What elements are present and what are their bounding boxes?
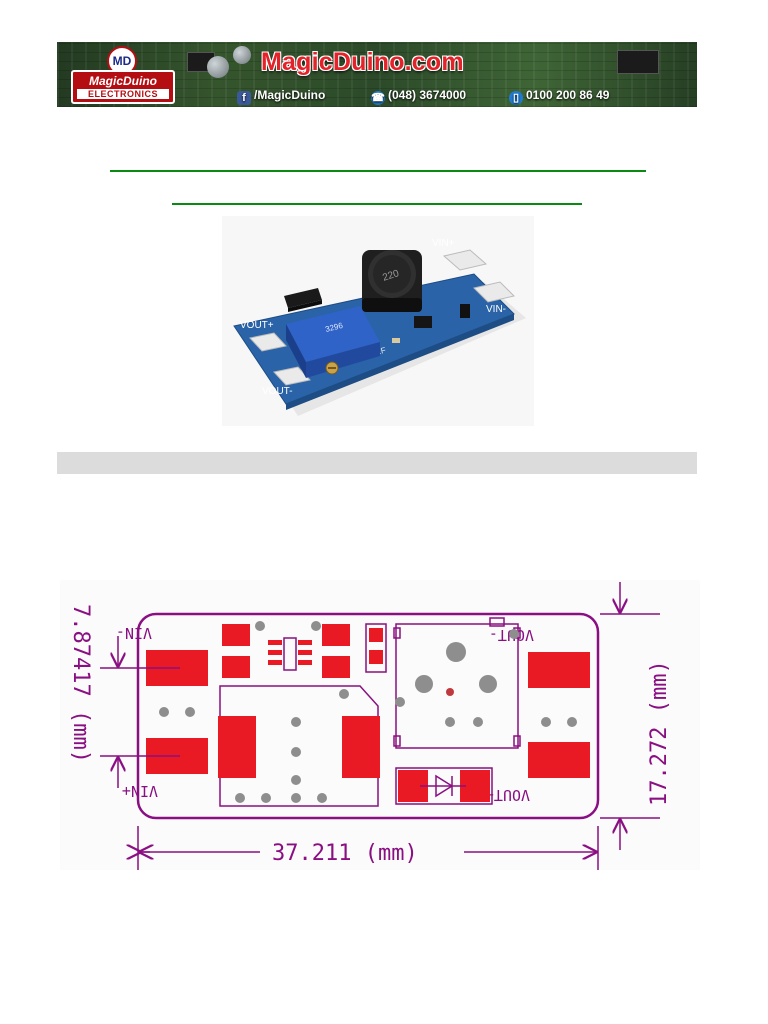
vout-minus-pad — [273, 366, 311, 386]
smd-pad — [369, 628, 383, 642]
photo-label-vin-minus: VIN- — [486, 304, 506, 315]
width-dimension-label: 37.211 (mm) — [272, 841, 418, 866]
diode-component — [284, 288, 322, 312]
logo-plate: MagicDuino ELECTRONICS — [71, 70, 175, 104]
capacitor-footprint — [365, 623, 387, 673]
facebook-icon: f — [237, 91, 251, 105]
mobile-number: 0100 200 86 49 — [526, 88, 610, 102]
ic-chip — [414, 316, 432, 328]
trimmer-potentiometer: 3296 — [286, 306, 380, 378]
photo-label-vout-minus: VOUT- — [262, 386, 293, 397]
mobile-icon: ▯ — [509, 91, 523, 105]
photo-label-vin-plus: VIN+ — [432, 238, 455, 249]
board-outline — [136, 612, 600, 820]
inductor-pad-right — [342, 716, 380, 778]
trimmer-footprint — [395, 623, 519, 749]
product-photo: VIN+ VIN- VOUT+ VOUT- B1F 220 3296 — [222, 216, 534, 426]
vin-plus-pad — [442, 249, 488, 271]
site-name: MagicDuino.com — [261, 48, 464, 76]
contact-strip: f/MagicDuino ☎(048) 3674000 ▯0100 200 86… — [233, 88, 689, 105]
vout-plus-pad — [249, 332, 287, 352]
title-rule-top — [110, 170, 646, 172]
logo-name: MagicDuino — [89, 74, 157, 88]
mobile-contact: ▯0100 200 86 49 — [509, 88, 609, 105]
banner-capacitor-decoration — [207, 56, 229, 78]
inductor-marking: 220 — [381, 268, 401, 284]
trimmer-marking: 3296 — [324, 321, 344, 334]
vout-minus-pad — [528, 652, 590, 688]
photo-label-vout-plus: VOUT+ — [240, 320, 274, 331]
smd-resistor — [392, 338, 400, 343]
smd-pad — [369, 650, 383, 664]
header-banner: MD MagicDuino ELECTRONICS MagicDuino.com… — [57, 42, 697, 107]
dimension-drawing: VIN- VIN+ VOUT- VOUT+ — [60, 580, 700, 870]
drawing-label-vin-minus: VIN- — [116, 624, 152, 642]
phone-contact: ☎(048) 3674000 — [371, 88, 466, 105]
drawing-label-vin-plus: VIN+ — [122, 782, 158, 800]
smd-pad — [322, 624, 350, 646]
smd-pad — [222, 624, 250, 646]
drawing-label-vout-plus: VOUT+ — [485, 786, 530, 804]
inductor-pad-left — [218, 716, 256, 778]
inductor-component: 220 — [362, 250, 422, 312]
vout-plus-pad — [528, 742, 590, 778]
smd-capacitor — [460, 304, 470, 318]
smd-pad — [322, 656, 350, 678]
ic-footprint — [268, 637, 312, 671]
banner-chip-decoration — [617, 50, 659, 74]
boost-module-illustration: VIN+ VIN- VOUT+ VOUT- B1F 220 3296 — [222, 216, 534, 426]
diode-footprint — [395, 767, 493, 805]
facebook-handle: /MagicDuino — [254, 88, 326, 102]
height-dimension-label: 17.272 (mm) — [647, 660, 672, 806]
banner-capacitor-decoration — [233, 46, 251, 64]
pitch-dimension-label: 7.87417 (mm) — [68, 604, 93, 763]
smd-pad — [222, 656, 250, 678]
via-holes — [159, 621, 577, 803]
title-rule-bottom — [172, 203, 582, 205]
pcb-outline-drawing: VIN- VIN+ VOUT- VOUT+ — [60, 580, 700, 870]
magicduino-logo: MD MagicDuino ELECTRONICS — [71, 46, 175, 104]
section-header-bar — [57, 452, 697, 474]
logo-subtitle: ELECTRONICS — [77, 89, 169, 99]
facebook-contact: f/MagicDuino — [237, 88, 325, 105]
phone-number: (048) 3674000 — [388, 88, 467, 102]
phone-icon: ☎ — [371, 91, 385, 105]
vin-minus-pad — [473, 281, 515, 303]
